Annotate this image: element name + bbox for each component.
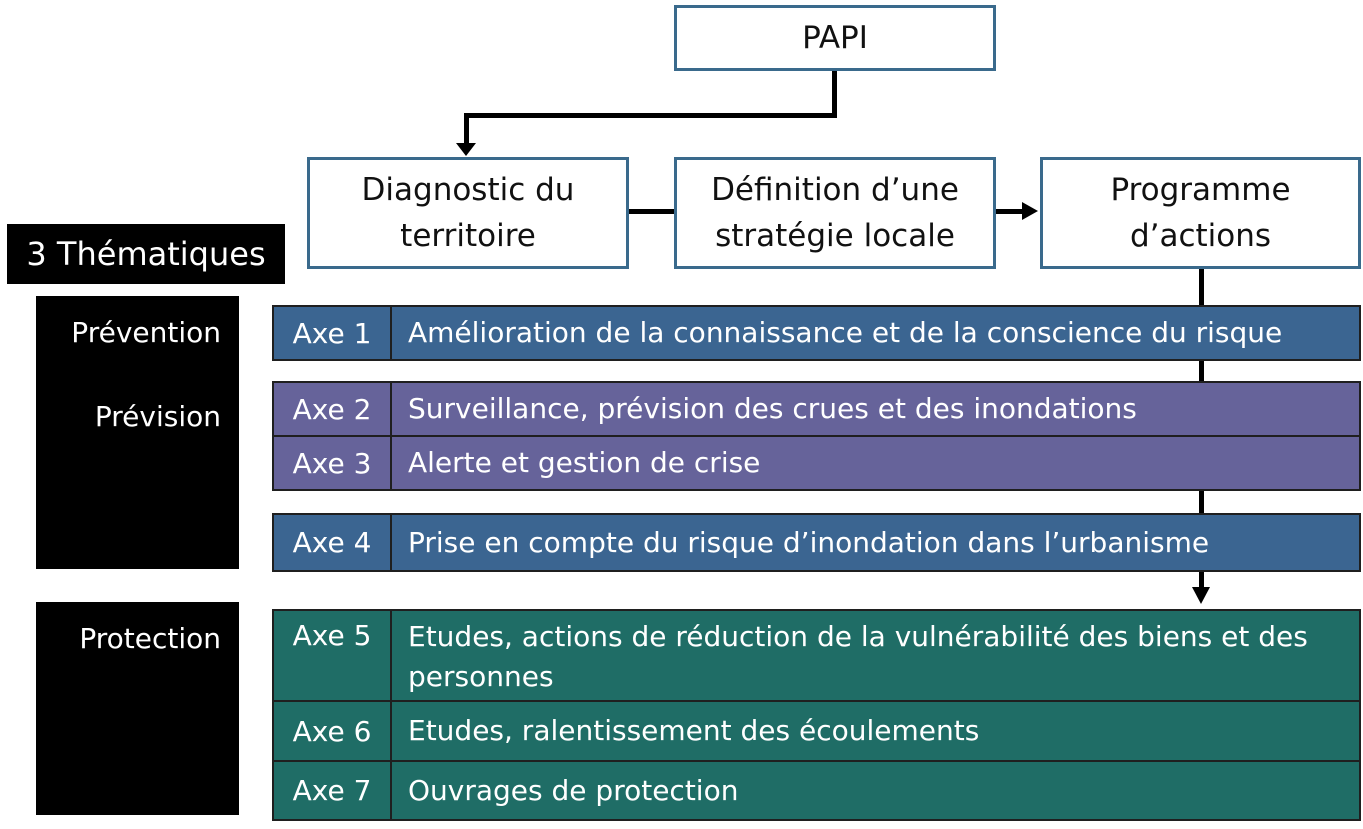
axe-number: Axe 1	[274, 307, 392, 359]
arrow-to-programme	[1022, 202, 1038, 220]
axe-description: Surveillance, prévision des crues et des…	[408, 392, 1137, 425]
axe-description: Alerte et gestion de crise	[408, 446, 761, 479]
axe-description: Prise en compte du risque d’inondation d…	[408, 525, 1210, 559]
axe-description: Amélioration de la connaissance et de la…	[408, 316, 1283, 349]
step-diagnostic-box: Diagnostic du territoire	[307, 157, 629, 269]
axe-number: Axe 6	[274, 702, 392, 760]
papi-label: PAPI	[802, 20, 868, 56]
axe-row-5: Axe 5 Etudes, actions de réduction de la…	[272, 609, 1361, 702]
arrow-to-diagnostic	[456, 143, 476, 156]
axe-row-7: Axe 7 Ouvrages de protection	[272, 760, 1361, 821]
papi-box: PAPI	[674, 5, 996, 71]
axe-number: Axe 5	[274, 611, 392, 700]
connector-papi-down	[832, 71, 837, 118]
axe-number: Axe 2	[274, 383, 392, 435]
axe-description: Etudes, actions de réduction de la vulné…	[408, 620, 1308, 693]
connector-papi-horizontal	[464, 113, 837, 118]
axe-row-6: Axe 6 Etudes, ralentissement des écoulem…	[272, 700, 1361, 762]
axe-row-3: Axe 3 Alerte et gestion de crise	[272, 435, 1361, 491]
axe-row-2: Axe 2 Surveillance, prévision des crues …	[272, 381, 1361, 437]
connector-papi-left-down	[464, 113, 469, 145]
connector-definition-programme	[996, 209, 1024, 214]
step-definition-label: Définition d’une stratégie locale	[711, 172, 959, 254]
axe-row-1: Axe 1 Amélioration de la connaissance et…	[272, 305, 1361, 361]
axe-number: Axe 7	[274, 762, 392, 819]
thematiques-title: 3 Thématiques	[7, 224, 285, 284]
group-protection: Protection	[36, 602, 239, 815]
group-label-prevention: Prévention	[71, 316, 221, 349]
step-definition-box: Définition d’une stratégie locale	[674, 157, 996, 269]
axe-description: Etudes, ralentissement des écoulements	[408, 714, 980, 747]
axe-number: Axe 4	[274, 515, 392, 570]
arrow-down-protection	[1192, 587, 1210, 604]
step-programme-box: Programme d’actions	[1040, 157, 1361, 269]
step-programme-label: Programme d’actions	[1110, 172, 1291, 254]
group-label-protection: Protection	[79, 622, 221, 655]
group-prevention-prevision: Prévention Prévision	[36, 296, 239, 569]
axe-row-4: Axe 4 Prise en compte du risque d’inonda…	[272, 513, 1361, 572]
connector-diagnostic-definition	[629, 209, 674, 214]
axe-number: Axe 3	[274, 437, 392, 489]
axe-description: Ouvrages de protection	[408, 773, 739, 807]
step-diagnostic-label: Diagnostic du territoire	[361, 172, 575, 254]
group-label-prevision: Prévision	[94, 400, 221, 433]
